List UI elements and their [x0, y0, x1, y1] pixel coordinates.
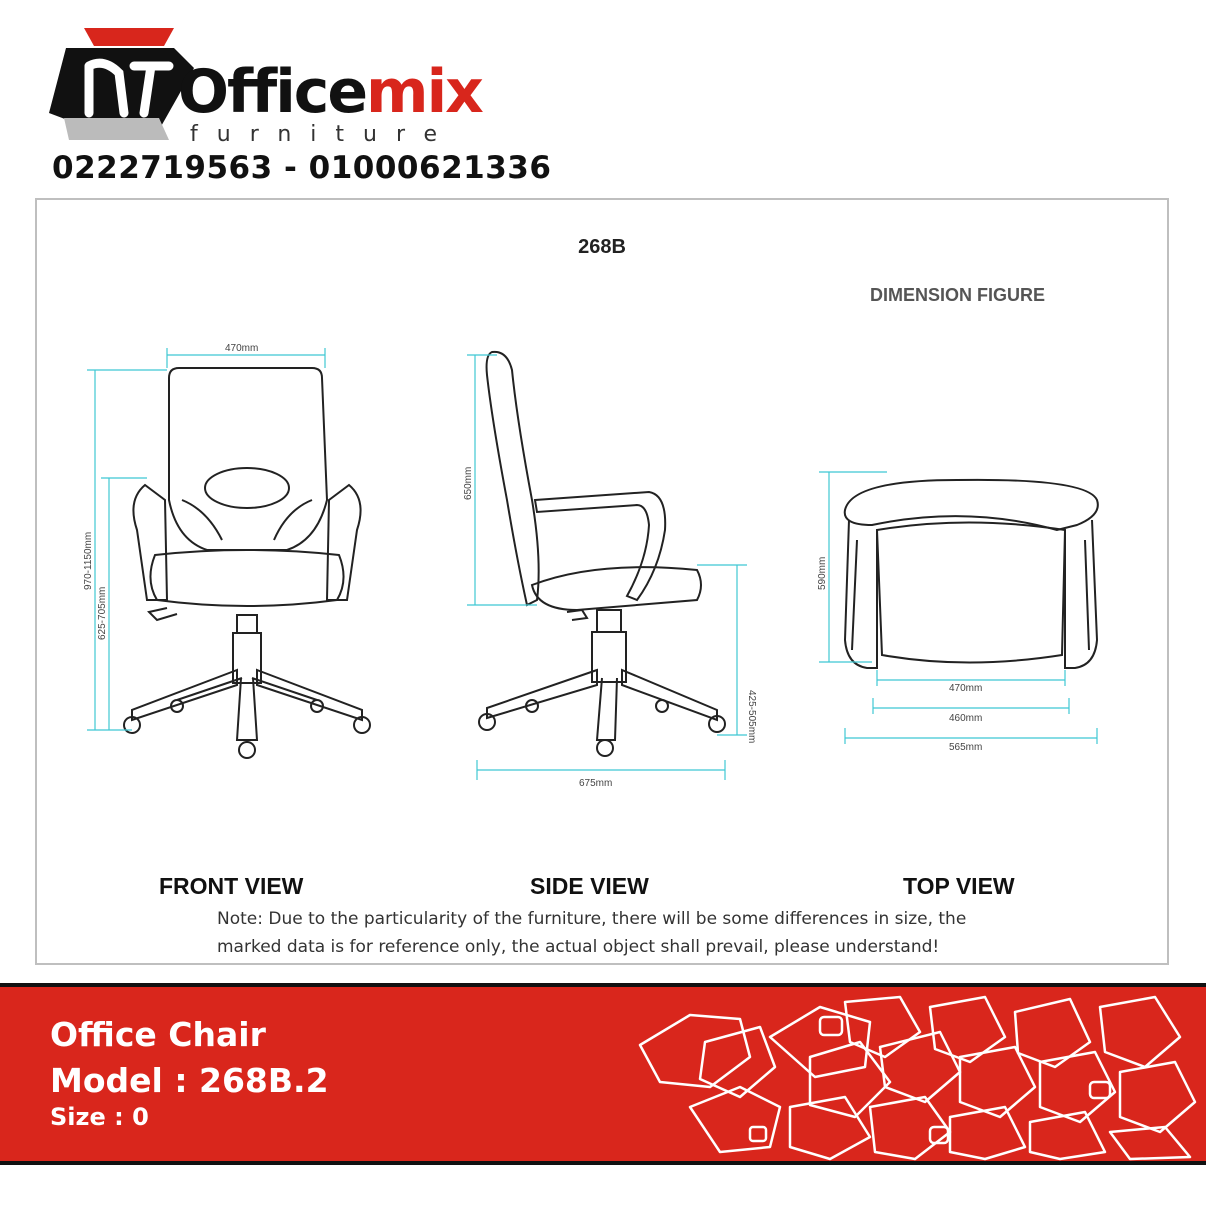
front-view-drawing: [123, 367, 371, 759]
chair-logo-icon: [49, 28, 194, 140]
top-inner-width-label: 460mm: [949, 713, 982, 724]
front-dimension-lines: [87, 348, 326, 731]
product-model: Model : 268B.2: [50, 1061, 329, 1100]
product-size: Size : 0: [50, 1103, 149, 1131]
side-depth-label: 675mm: [579, 778, 612, 789]
top-dimension-lines: [819, 471, 1098, 744]
side-view-label: SIDE VIEW: [530, 873, 649, 899]
product-name: Office Chair: [50, 1015, 266, 1054]
decorative-pattern: [638, 995, 1197, 1161]
brand-tagline: furniture: [190, 122, 457, 147]
front-seat-height-label: 625-705mm: [97, 587, 108, 640]
figure-title: DIMENSION FIGURE: [870, 285, 1046, 305]
front-width-label: 470mm: [225, 343, 258, 354]
side-back-height-label: 650mm: [463, 467, 474, 500]
top-view-label: TOP VIEW: [903, 873, 1015, 899]
side-dimension-lines: [467, 354, 747, 780]
side-seat-height-label: 425-505mm: [746, 690, 757, 743]
top-total-width-label: 565mm: [949, 742, 982, 753]
top-view-drawing: [843, 478, 1099, 669]
top-seat-width-label: 470mm: [949, 683, 982, 694]
disclaimer-note: Note: Due to the particularity of the fu…: [217, 905, 1017, 961]
side-view-drawing: [478, 350, 726, 757]
brand-name-mix: mix: [366, 57, 484, 127]
brand-logo: Officemix furniture: [44, 18, 484, 148]
note-line-1: Note: Due to the particularity of the fu…: [217, 909, 967, 929]
brand-name-office: Office: [178, 57, 368, 127]
top-depth-label: 590mm: [817, 557, 828, 590]
phone-numbers: 0222719563 - 01000621336: [52, 150, 552, 186]
note-line-2: marked data is for reference only, the a…: [217, 937, 940, 957]
model-code: 268B: [578, 236, 626, 258]
front-total-height-label: 970-1150mm: [83, 532, 94, 590]
dimension-sheet: 268B DIMENSION FIGURE: [35, 198, 1169, 965]
product-banner: Office Chair Model : 268B.2 Size : 0: [0, 983, 1206, 1165]
front-view-label: FRONT VIEW: [159, 873, 304, 899]
chair-drawing: 470mm 970-1150mm 625-705mm 650mm 425-505…: [83, 343, 1099, 789]
brand-name: Officemix: [178, 62, 484, 122]
